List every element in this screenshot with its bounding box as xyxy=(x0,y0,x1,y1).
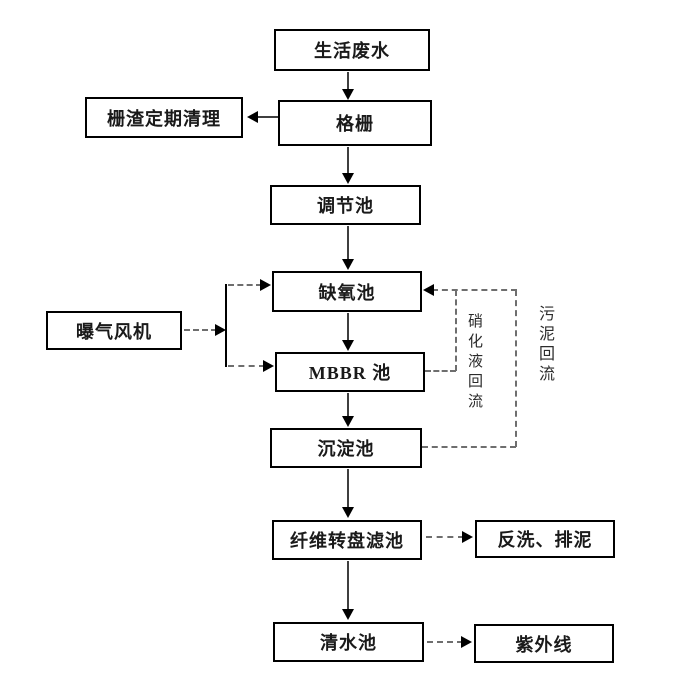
node-mbbr-tank: MBBR 池 xyxy=(275,352,425,392)
arrow-junction-to-mbbr xyxy=(228,360,274,372)
node-anoxic-tank: 缺氧池 xyxy=(272,271,422,312)
node-domestic-wastewater: 生活废水 xyxy=(274,29,430,71)
blower-junction-line xyxy=(225,284,227,367)
arrow-head-icon xyxy=(342,173,354,184)
arrow-shaft xyxy=(228,284,262,286)
arrow-shaft xyxy=(347,147,349,175)
arrow-junction-to-anoxic xyxy=(228,279,271,291)
arrow-shaft xyxy=(347,469,349,509)
arrow-shaft xyxy=(426,536,464,538)
arrow-filter-to-clearwater xyxy=(342,561,354,620)
arrow-head-icon xyxy=(342,507,354,518)
arrow-screen-to-residue xyxy=(247,111,278,123)
arrow-head-icon xyxy=(260,279,271,291)
arrow-shaft xyxy=(347,561,349,611)
arrow-sedimentation-to-filter xyxy=(342,469,354,518)
arrow-shaft xyxy=(347,313,349,342)
arrow-shaft xyxy=(347,72,349,91)
arrow-mbbr-to-sedimentation xyxy=(342,393,354,427)
node-screen-residue-cleaning: 栅渣定期清理 xyxy=(85,97,243,138)
node-sedimentation-tank: 沉淀池 xyxy=(270,428,422,468)
arrow-equalization-to-anoxic xyxy=(342,226,354,270)
node-backwash-sludge-discharge: 反洗、排泥 xyxy=(475,520,615,558)
arrow-shaft xyxy=(228,365,265,367)
arrow-head-icon xyxy=(342,259,354,270)
arrow-shaft xyxy=(347,393,349,418)
arrow-head-icon xyxy=(342,609,354,620)
arrow-anoxic-to-mbbr xyxy=(342,313,354,351)
node-equalization-tank: 调节池 xyxy=(270,185,421,225)
nitrified-liquor-return-label: 硝化液回流 xyxy=(466,313,482,413)
arrow-filter-to-backwash xyxy=(426,531,473,543)
arrow-head-icon xyxy=(461,636,472,648)
arrow-blower-to-junction xyxy=(184,324,226,336)
node-uv-disinfection: 紫外线 xyxy=(474,624,614,663)
arrow-return-to-anoxic xyxy=(423,284,517,296)
arrow-head-icon xyxy=(342,89,354,100)
arrow-clearwater-to-uv xyxy=(427,636,472,648)
sludge-return-line-v xyxy=(515,290,517,447)
arrow-head-icon xyxy=(342,416,354,427)
arrow-screen-to-equalization xyxy=(342,147,354,184)
arrow-head-icon xyxy=(423,284,434,296)
arrow-head-icon xyxy=(215,324,226,336)
arrow-shaft xyxy=(432,289,517,291)
node-bar-screen: 格栅 xyxy=(278,100,432,146)
sludge-return-line-h xyxy=(422,446,516,448)
arrow-wastewater-to-screen xyxy=(342,72,354,100)
arrow-head-icon xyxy=(342,340,354,351)
node-aeration-blower: 曝气风机 xyxy=(46,311,182,350)
arrow-head-icon xyxy=(263,360,274,372)
arrow-head-icon xyxy=(247,111,258,123)
sludge-return-label: 污泥回流 xyxy=(536,305,553,385)
node-fiber-disc-filter: 纤维转盘滤池 xyxy=(272,520,422,560)
node-clear-water-tank: 清水池 xyxy=(273,622,424,662)
arrow-shaft xyxy=(347,226,349,261)
nitrified-return-line-h xyxy=(425,370,456,372)
arrow-head-icon xyxy=(462,531,473,543)
arrow-shaft xyxy=(427,641,463,643)
nitrified-return-line-v xyxy=(455,290,457,371)
arrow-shaft xyxy=(256,116,278,118)
arrow-shaft xyxy=(184,329,217,331)
